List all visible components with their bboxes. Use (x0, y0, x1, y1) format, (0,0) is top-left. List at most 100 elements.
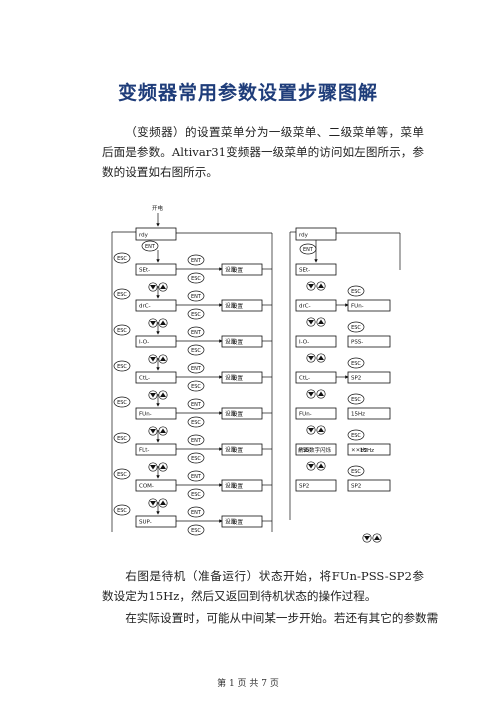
left-esc-btn-5 (113, 432, 131, 444)
right-esc-btn-1-label: ESC (351, 325, 361, 331)
right-right-box-4-label: ××Hz (351, 448, 367, 454)
left-esc2-btn-0-label: ESC (191, 276, 201, 282)
left-set-label-7: 设置 (232, 518, 244, 526)
right-nav-2-up-arrow (318, 319, 324, 324)
right-right-box-5-label: SP2 (351, 484, 361, 490)
left-ent-btn-1-label: ENT (191, 294, 202, 300)
left-menu-box-5-label: FLt- (139, 448, 149, 454)
left-nav-1-down-arrow (150, 321, 156, 326)
left-menu-box-2-label: I-O- (139, 340, 149, 346)
left-nav-5-down-arrow (150, 465, 156, 470)
left-esc2-btn-6 (187, 488, 205, 500)
left-nav-2-down-arrow (150, 357, 156, 362)
left-nav-3-down-arrow (150, 393, 156, 398)
left-rdy-box (135, 227, 177, 241)
left-nav-5-up-arrow (160, 464, 166, 469)
left-set-label-3: 设置 (232, 374, 244, 382)
right-right-box-1 (347, 335, 391, 348)
right-nav-4-down-arrow (308, 392, 314, 397)
left-ent-btn-3-label: ENT (191, 366, 202, 372)
left-esc2-btn-4 (187, 416, 205, 428)
left-set-label-0: 设置 (232, 266, 244, 274)
right-esc-btn-4 (347, 429, 365, 441)
page-title: 变频器常用参数设置步骤图解 (117, 82, 378, 104)
right-set-box-label: SEt- (299, 268, 310, 274)
left-set-box-3-label: 设置 (225, 374, 237, 382)
left-esc-btn-6 (113, 468, 131, 480)
right-right-box-3 (347, 407, 391, 420)
left-esc-btn-4-label: ESC (117, 400, 127, 406)
power-on-label: 开电 (152, 204, 164, 212)
right-ent-top-label: ENT (303, 247, 314, 253)
right-left-box-3 (295, 371, 337, 384)
right-right-box-2-label: SP2 (351, 376, 361, 382)
left-set-label-6: 设置 (232, 482, 244, 490)
left-menu-box-6-label: COM- (139, 484, 154, 490)
left-esc-btn-2 (113, 324, 131, 336)
right-esc-btn-1 (347, 321, 365, 333)
left-esc-btn-4 (113, 396, 131, 408)
right-esc-btn-5-label: ESC (351, 469, 361, 475)
left-menu-box-4 (135, 407, 177, 420)
left-menu-box-1-label: drC- (139, 304, 151, 310)
left-ent-btn-4 (187, 398, 205, 410)
left-menu-box-4-label: FUn- (139, 412, 152, 418)
left-esc2-btn-5-label: ESC (191, 456, 201, 462)
left-set-box-1-label: 设置 (225, 302, 237, 310)
left-esc-btn-3 (113, 360, 131, 372)
right-right-box-1-label: PSS- (351, 340, 363, 346)
left-esc2-btn-7-label: ESC (191, 528, 201, 534)
left-set-box-5 (221, 443, 263, 456)
page-footer: 第 1 页 共 7 页 (217, 679, 279, 689)
left-set-label-1: 设置 (232, 302, 244, 310)
left-menu-box-7-label: SUP- (139, 520, 152, 526)
right-esc-btn-3 (347, 393, 365, 405)
right-esc-btn-2 (347, 357, 365, 369)
right-nav-5-down-arrow (308, 428, 314, 433)
right-esc-btn-2-label: ESC (351, 361, 361, 367)
left-esc2-btn-0 (187, 272, 205, 284)
left-ent-btn-top-label: ENT (145, 244, 156, 250)
left-esc-btn-1 (113, 288, 131, 300)
left-set-box-7 (221, 515, 263, 528)
right-left-box-3-label: CtL- (299, 376, 310, 382)
left-menu-box-5 (135, 443, 177, 456)
right-left-box-4 (295, 407, 337, 420)
right-left-box-2 (295, 335, 337, 348)
right-nav-6-up-arrow (318, 463, 324, 468)
left-esc-btn-6-label: ESC (117, 472, 127, 478)
right-nav-3-up-arrow (318, 355, 324, 360)
right-right-box-3-label: 15Hz (351, 412, 365, 418)
left-set-label-5: 设置 (232, 446, 244, 454)
right-bottom-nav-up-arrow (374, 535, 380, 540)
right-esc-btn-0 (347, 285, 365, 297)
right-right-box-4 (347, 443, 391, 456)
left-nav-2-up-arrow (160, 356, 166, 361)
right-left-box-4-label: FUn- (299, 412, 312, 418)
right-flash-note: 前面数字闪烁 (298, 446, 332, 454)
left-set-box-0-label: 设置 (225, 266, 237, 274)
left-nav-3-up-arrow (160, 392, 166, 397)
left-set-box-0 (221, 263, 263, 276)
left-menu-box-2 (135, 335, 177, 348)
left-nav-6-down-arrow (150, 501, 156, 506)
right-nav-2-down-arrow (308, 320, 314, 325)
right-left-box-5 (295, 443, 337, 456)
left-set-box-5-label: 设置 (225, 446, 237, 454)
left-ent-btn-6 (187, 470, 205, 482)
left-nav-0-up-arrow (160, 284, 166, 289)
left-esc-btn-0-label: ESC (117, 256, 127, 262)
right-esc-btn-4-label: ESC (351, 433, 361, 439)
right-left-box-5-label: PSS- (299, 448, 311, 454)
left-set-box-4-label: 设置 (225, 410, 237, 418)
left-esc2-btn-6-label: ESC (191, 492, 201, 498)
left-set-box-6-label: 设置 (225, 482, 237, 490)
right-right-box-0-label: FUn- (351, 304, 364, 310)
right-nav-1-down-arrow (308, 284, 314, 289)
left-set-label-4: 设置 (232, 410, 244, 418)
right-15hz-note: 15Hz (360, 448, 374, 454)
right-left-box-6 (295, 479, 337, 492)
left-set-box-3 (221, 371, 263, 384)
left-esc2-btn-1-label: ESC (191, 312, 201, 318)
left-menu-diagram: 开电rdyESCENTSEt-ENTESC设置设置ESCdrC-ENTESC设置… (111, 204, 273, 536)
